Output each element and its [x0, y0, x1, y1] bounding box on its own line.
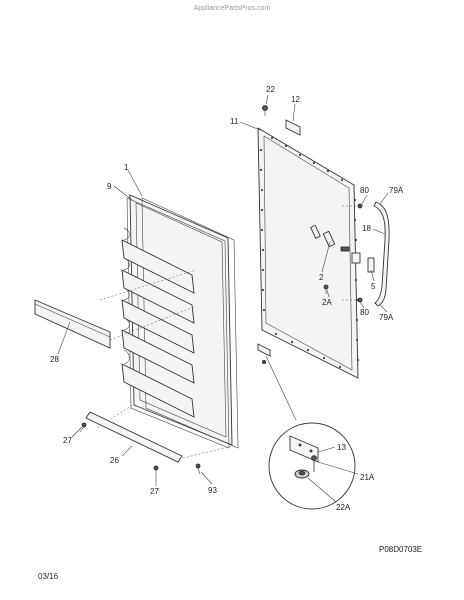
callout-2A: 2A [322, 298, 332, 307]
callout-13: 13 [337, 443, 346, 452]
outer-door-panel [257, 127, 360, 379]
top-screw [262, 105, 268, 116]
callout-79A-bottom: 79A [379, 313, 394, 322]
callout-27-bottom: 27 [150, 487, 159, 496]
hinge-bushing [294, 469, 310, 479]
breaker-strip-side [34, 299, 111, 349]
callout-1: 1 [124, 163, 129, 172]
callout-93: 93 [208, 486, 217, 495]
callout-28: 28 [50, 355, 59, 364]
callout-labels: 22 12 11 1 9 80 79A 18 2 5 2A 80 79A 28 … [50, 85, 404, 512]
breaker-strip-bottom [85, 411, 183, 463]
callout-11: 11 [230, 117, 239, 126]
assembly-guide-lines [96, 205, 358, 461]
label-plate [285, 119, 301, 136]
callout-9: 9 [107, 182, 112, 191]
hinge-pin [311, 455, 317, 472]
detail-leader [265, 355, 297, 421]
callout-2: 2 [319, 273, 324, 282]
callout-21A: 21A [360, 473, 375, 482]
callout-18: 18 [362, 224, 371, 233]
callout-12: 12 [291, 95, 300, 104]
door-shelves [121, 227, 195, 418]
callout-leaders [57, 94, 389, 503]
bottom-screws [79, 422, 201, 476]
door-panel-screw-holes [259, 136, 360, 369]
door-handle [357, 201, 390, 307]
callout-22A: 22A [336, 503, 351, 512]
watermark-text: AppliancePartsPros.com [194, 5, 271, 12]
hinge-detail-circle [268, 422, 356, 510]
callout-27-left: 27 [63, 436, 72, 445]
callout-5: 5 [371, 282, 376, 291]
callout-80-top: 80 [360, 186, 369, 195]
callout-79A-top: 79A [389, 186, 404, 195]
date-code: 03/16 [38, 572, 59, 581]
inner-door-liner [121, 194, 239, 449]
latch-assembly [310, 224, 375, 294]
callout-22: 22 [266, 85, 275, 94]
bottom-hinge-small [257, 343, 271, 364]
callout-80-bottom: 80 [360, 308, 369, 317]
callout-26: 26 [110, 456, 119, 465]
diagram-code: P08D0703E [379, 545, 422, 554]
